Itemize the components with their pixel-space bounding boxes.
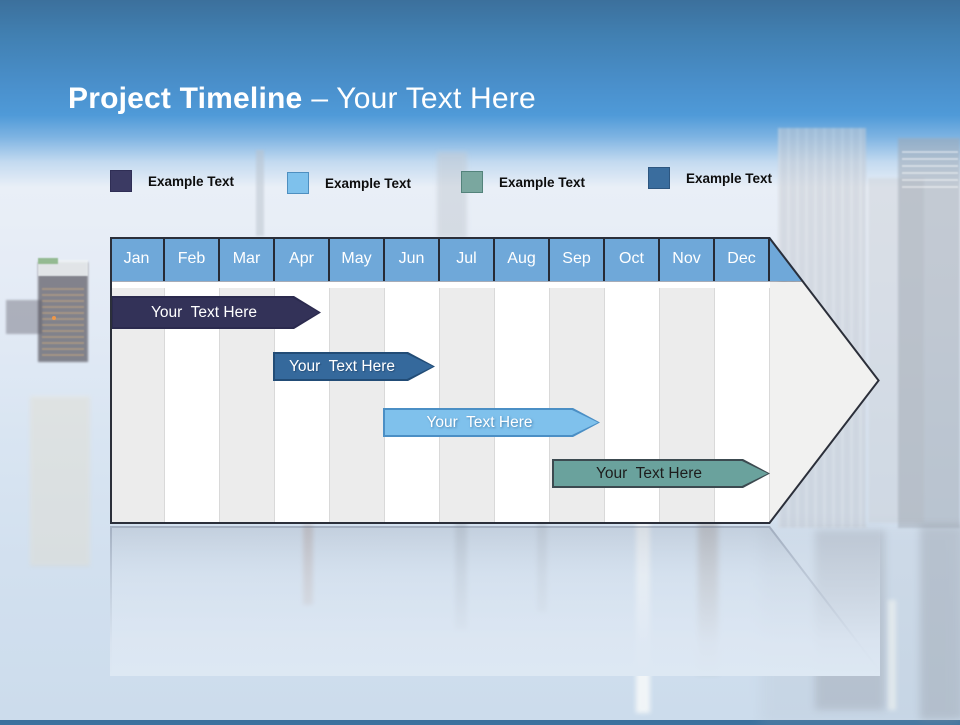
slide-title-bold: Project Timeline bbox=[68, 82, 303, 116]
background-building-roof-light bbox=[38, 258, 58, 264]
background-light bbox=[52, 316, 56, 320]
month-header-cell: Sep bbox=[550, 237, 605, 281]
legend-swatch bbox=[648, 167, 670, 189]
grid-column bbox=[715, 288, 770, 524]
legend-swatch bbox=[110, 170, 132, 192]
legend-label: Example Text bbox=[499, 174, 586, 190]
background-building bbox=[38, 262, 88, 362]
timeline-reflection bbox=[110, 526, 880, 676]
legend-item: Example Text bbox=[461, 171, 585, 193]
month-header-cell: Feb bbox=[165, 237, 220, 281]
background-building-roof bbox=[38, 260, 88, 276]
grid-column bbox=[550, 288, 605, 524]
grid-column bbox=[605, 288, 660, 524]
background-building bbox=[6, 300, 42, 334]
gantt-bar-4: Your Text Here bbox=[552, 459, 770, 488]
background-building bbox=[437, 152, 467, 238]
month-header-cell: Nov bbox=[660, 237, 715, 281]
legend-label: Example Text bbox=[686, 170, 773, 186]
background-building-windows bbox=[42, 284, 84, 356]
legend-swatch bbox=[461, 171, 483, 193]
legend-item: Example Text bbox=[287, 172, 411, 194]
slide-title-subtext: – Your Text Here bbox=[311, 82, 536, 116]
grid-column bbox=[495, 288, 550, 524]
month-header-cell: Mar bbox=[220, 237, 275, 281]
legend-item: Example Text bbox=[110, 170, 234, 192]
grid-column bbox=[385, 288, 440, 524]
gantt-bar-3: Your Text Here bbox=[383, 408, 600, 437]
background-bridge-pylon bbox=[256, 150, 264, 236]
month-header-cell: Apr bbox=[275, 237, 330, 281]
background-building bbox=[898, 138, 960, 528]
gantt-bar-label: Your Text Here bbox=[151, 303, 257, 321]
gantt-bar-label: Your Text Here bbox=[426, 413, 533, 431]
legend-item: Example Text bbox=[648, 167, 772, 189]
legend-label: Example Text bbox=[148, 173, 235, 189]
timeline-arrow-table: Jan Feb Mar Apr May Jun Jul Aug Sep Oct … bbox=[110, 237, 880, 524]
legend-label: Example Text bbox=[325, 175, 412, 191]
grid-column bbox=[440, 288, 495, 524]
timeline-arrow-body: Jan Feb Mar Apr May Jun Jul Aug Sep Oct … bbox=[110, 237, 880, 524]
legend-swatch bbox=[287, 172, 309, 194]
gantt-bar-label: Your Text Here bbox=[596, 464, 702, 482]
reflection-fade bbox=[110, 526, 880, 676]
water-reflection bbox=[888, 600, 896, 710]
arrowhead-region bbox=[770, 282, 880, 524]
month-header-cell: Jun bbox=[385, 237, 440, 281]
grid-column bbox=[660, 288, 715, 524]
gantt-bar-label: Your Text Here bbox=[289, 357, 395, 375]
month-header-cell: May bbox=[330, 237, 385, 281]
month-header-cell: Dec bbox=[715, 237, 770, 281]
month-header-cell: Aug bbox=[495, 237, 550, 281]
month-header-cell: Jul bbox=[440, 237, 495, 281]
background-building-windows bbox=[902, 146, 958, 188]
water-reflection bbox=[30, 396, 90, 566]
gantt-bar-1: Your Text Here bbox=[111, 296, 321, 329]
month-header-cell: Oct bbox=[605, 237, 660, 281]
gantt-bar-2: Your Text Here bbox=[273, 352, 435, 381]
slide-title: Project Timeline– Your Text Here bbox=[68, 82, 536, 116]
water-reflection bbox=[920, 525, 960, 720]
month-header-cell: Jan bbox=[110, 237, 165, 281]
grid-column bbox=[330, 288, 385, 524]
